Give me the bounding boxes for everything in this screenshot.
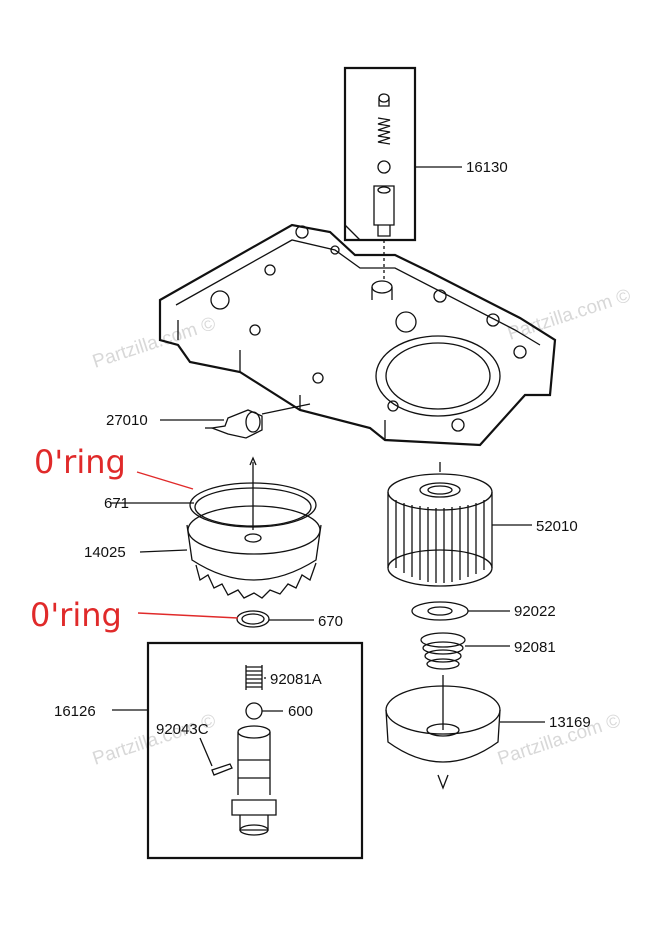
relief-valve-16130: 16130 [343, 66, 508, 282]
oil-pressure-switch-27010: 27010 [106, 403, 311, 439]
oil-filter-52010: 52010 [387, 462, 578, 587]
washer-92022: 92022 [411, 601, 556, 621]
label-13169: 13169 [549, 714, 591, 731]
oring-annotation-top: 0'ring [34, 443, 194, 490]
label-14025: 14025 [84, 544, 126, 561]
label-671: 671 [104, 495, 129, 512]
label-600: 600 [288, 703, 313, 720]
oring-note-top: 0'ring [34, 443, 126, 481]
oring-670: 670 [236, 610, 343, 630]
label-92022: 92022 [514, 603, 556, 620]
spring-92081: 92081 [420, 632, 556, 670]
bypass-valve-16126: 16126 92081A 600 92043C [54, 641, 364, 860]
watermark-3: Partzilla.com © [90, 710, 218, 770]
label-16126: 16126 [54, 703, 96, 720]
label-670: 670 [318, 613, 343, 630]
strainer-assembly: 671 14025 [84, 456, 322, 599]
label-16130: 16130 [466, 159, 508, 176]
label-52010: 52010 [536, 518, 578, 535]
filter-cover-13169: 13169 [385, 675, 591, 790]
label-92081: 92081 [514, 639, 556, 656]
label-92081A: 92081A [270, 671, 322, 688]
oil-pan [158, 223, 557, 447]
oring-annotation-bottom: 0'ring [30, 596, 239, 634]
label-92043C: 92043C [156, 721, 209, 738]
label-27010: 27010 [106, 412, 148, 429]
oring-note-bottom: 0'ring [30, 596, 122, 634]
